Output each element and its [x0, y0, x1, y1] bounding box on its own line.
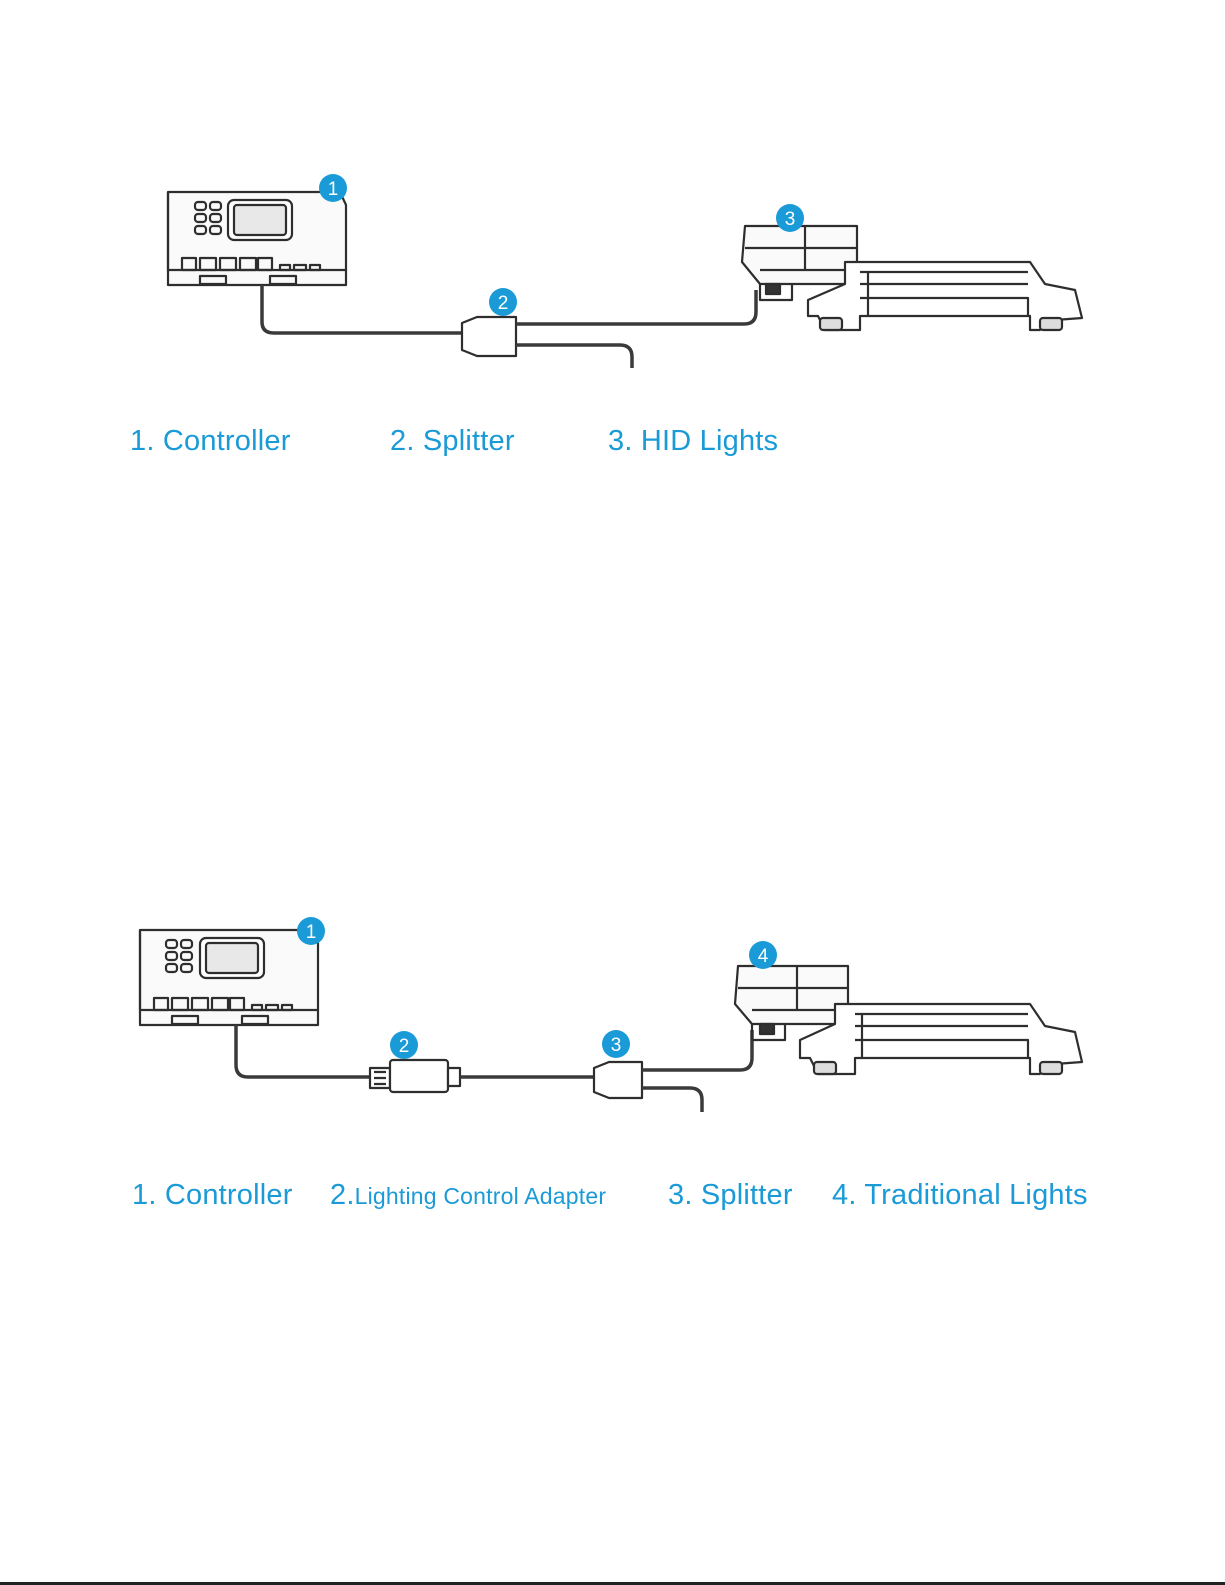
splitter-device	[462, 317, 516, 356]
cable-controller-to-adapter	[236, 1025, 370, 1077]
svg-text:4: 4	[758, 946, 769, 967]
svg-text:1: 1	[328, 179, 339, 200]
svg-text:3: 3	[785, 209, 796, 230]
badge-1: 1	[297, 917, 325, 945]
svg-text:2: 2	[399, 1036, 410, 1057]
badge-3: 3	[776, 204, 804, 232]
traditional-light-fixture	[735, 966, 1082, 1074]
controller-device	[168, 192, 346, 285]
badge-4: 4	[749, 941, 777, 969]
svg-text:3: 3	[611, 1035, 622, 1056]
lighting-control-adapter	[370, 1060, 460, 1092]
label-splitter-2: 3. Splitter	[668, 1178, 793, 1212]
label-adapter: 2.Lighting Control Adapter	[330, 1178, 606, 1213]
badge-2: 2	[390, 1031, 418, 1059]
label-adapter-number: 2.	[330, 1179, 355, 1211]
badge-3: 3	[602, 1030, 630, 1058]
label-splitter: 2. Splitter	[390, 424, 515, 458]
hid-wiring-diagram: 1 2 3	[0, 160, 1225, 390]
label-controller: 1. Controller	[130, 424, 291, 458]
label-controller-2: 1. Controller	[132, 1178, 293, 1212]
label-adapter-text: Lighting Control Adapter	[355, 1183, 607, 1209]
label-traditional-lights: 4. Traditional Lights	[832, 1178, 1088, 1212]
badge-1: 1	[319, 174, 347, 202]
cable-controller-to-splitter	[262, 285, 462, 333]
hid-light-fixture	[742, 226, 1082, 330]
svg-text:2: 2	[498, 293, 509, 314]
traditional-wiring-diagram: 1 2 3 4	[0, 900, 1225, 1140]
splitter-device	[594, 1062, 642, 1098]
controller-device	[140, 930, 318, 1025]
label-hid-lights: 3. HID Lights	[608, 424, 778, 458]
badge-2: 2	[489, 288, 517, 316]
svg-text:1: 1	[306, 922, 317, 943]
